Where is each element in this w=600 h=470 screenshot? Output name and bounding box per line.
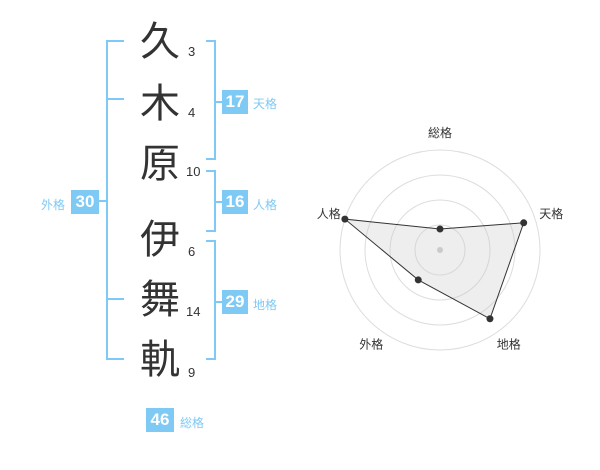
radar-axis-label-4: 外格 (359, 337, 383, 352)
jinkaku-bracket-connector (214, 201, 222, 203)
radar-ring (364, 174, 516, 326)
radar-point-5 (341, 215, 349, 223)
name-char-3: 原 (140, 141, 180, 187)
soukaku-label: 総格 (180, 416, 205, 430)
radar-axis-label-5: 人格 (317, 206, 341, 221)
stroke-count-3: 10 (186, 164, 201, 179)
gaikaku-label: 外格 (41, 198, 66, 212)
chikaku-label: 地格 (253, 298, 278, 312)
tenkaku-bracket-connector (214, 101, 222, 103)
chikaku-badge: 29 (222, 290, 248, 314)
chikaku-bracket (206, 240, 216, 360)
stroke-count-4: 6 (188, 244, 196, 259)
name-char-4: 伊 (140, 217, 180, 263)
radar-ring (389, 199, 491, 301)
jinkaku-badge: 16 (222, 190, 248, 214)
stroke-count-1: 3 (188, 44, 196, 59)
gaikaku-bracket-connector (98, 200, 106, 202)
jinkaku-label: 人格 (253, 198, 278, 212)
gaikaku-bracket-tick (106, 98, 124, 100)
radar-point-4 (414, 276, 422, 284)
stroke-count-6: 9 (188, 365, 196, 380)
name-char-2: 木 (140, 81, 180, 127)
gaikaku-bracket-tick (106, 298, 124, 300)
gaikaku-bracket (106, 40, 124, 360)
name-char-5: 舞 (140, 277, 180, 323)
radar-point-2 (520, 219, 528, 227)
radar-point-3 (486, 315, 494, 323)
soukaku-badge: 46 (146, 408, 174, 432)
radar-ring (339, 149, 541, 351)
radar-center (437, 247, 443, 253)
tenkaku-label: 天格 (253, 97, 278, 111)
radar-axis-label-2: 天格 (539, 206, 563, 221)
stroke-count-5: 14 (186, 304, 201, 319)
name-char-1: 久 (140, 19, 180, 65)
name-char-6: 軌 (140, 337, 180, 383)
radar-point-1 (436, 225, 444, 233)
gaikaku-badge: 30 (71, 190, 99, 214)
radar-ring (414, 224, 466, 276)
tenkaku-bracket (206, 40, 216, 160)
radar-series-area (343, 218, 525, 320)
stroke-count-2: 4 (188, 105, 196, 120)
radar-axis-label-3: 地格 (497, 337, 521, 352)
radar-axis-label-1: 総格 (428, 125, 452, 140)
tenkaku-badge: 17 (222, 90, 248, 114)
chikaku-bracket-connector (214, 301, 222, 303)
